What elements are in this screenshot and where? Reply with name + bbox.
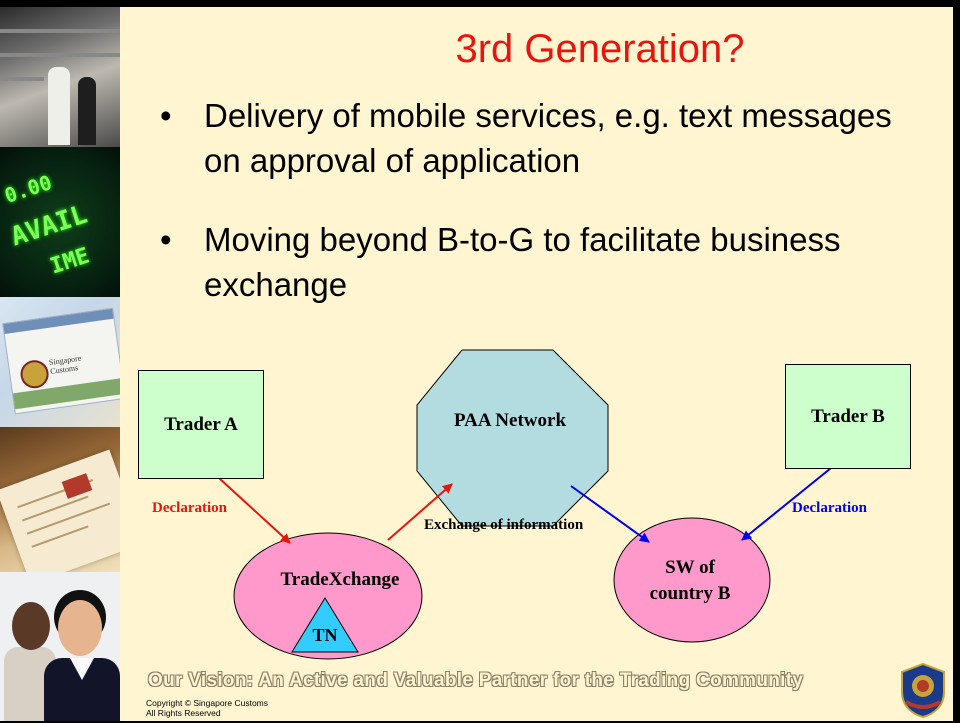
document-photo xyxy=(0,427,120,572)
paa-network-label: PAA Network xyxy=(453,410,567,431)
sw-label-line1: SW of xyxy=(665,557,715,578)
bullet-item: • Moving beyond B-to-G to facilitate bus… xyxy=(160,218,920,318)
led-text: 0.00 xyxy=(1,170,55,208)
led-text: IME xyxy=(47,243,93,280)
bullet-text: Delivery of mobile services, e.g. text m… xyxy=(204,97,892,179)
bullet-icon: • xyxy=(160,221,172,258)
text-line xyxy=(21,495,89,522)
rights-line: All Rights Reserved xyxy=(146,708,221,719)
officers-photo xyxy=(0,572,120,723)
shelf xyxy=(0,29,120,33)
customs-emblem-icon xyxy=(901,662,945,718)
browser-window: Singapore Customs xyxy=(2,307,120,415)
shelf xyxy=(0,77,44,81)
trader-b-box: Trader B xyxy=(785,364,911,469)
copyright-notice: Copyright © Singapore Customs All Rights… xyxy=(146,698,268,718)
bullet-item: • Delivery of mobile services, e.g. text… xyxy=(160,94,920,194)
tn-label: TN xyxy=(312,625,338,645)
trader-a-box: Trader A xyxy=(138,370,264,479)
shelf xyxy=(0,53,120,57)
website-photo: Singapore Customs xyxy=(0,297,120,427)
exchange-of-information-label: Exchange of information xyxy=(424,517,584,533)
bottom-border xyxy=(0,721,960,723)
customs-seal-icon xyxy=(18,358,51,391)
warehouse-photo xyxy=(0,7,120,147)
text-line xyxy=(26,502,111,535)
slide-title: 3rd Generation? xyxy=(455,27,745,71)
top-border xyxy=(0,0,960,7)
browser-toolbar xyxy=(3,308,114,334)
paa-network-octagon xyxy=(416,349,609,527)
copyright-line: Copyright © Singapore Customs xyxy=(146,698,269,708)
photo-strip: 0.00 AVAIL IME Singapore Customs xyxy=(0,7,120,723)
officer-face xyxy=(12,602,50,650)
sw-label-line2: country B xyxy=(649,582,731,604)
sw-country-b-label: SW of country B xyxy=(620,555,760,606)
officer-face xyxy=(58,600,102,656)
worker-figure xyxy=(48,67,70,145)
bullet-icon: • xyxy=(160,97,172,134)
bullet-text: Moving beyond B-to-G to facilitate busin… xyxy=(204,221,841,303)
led-board-photo: 0.00 AVAIL IME xyxy=(0,147,120,297)
worker-figure xyxy=(78,77,96,145)
vision-statement: Our Vision: An Active and Valuable Partn… xyxy=(148,670,804,691)
right-border xyxy=(953,0,960,723)
document-paper xyxy=(0,449,120,572)
declaration-b-label: Declaration xyxy=(792,500,867,516)
screen-text: Singapore Customs xyxy=(48,353,82,376)
declaration-a-label: Declaration xyxy=(152,500,227,516)
tradexchange-label: TradeXchange xyxy=(280,569,400,590)
